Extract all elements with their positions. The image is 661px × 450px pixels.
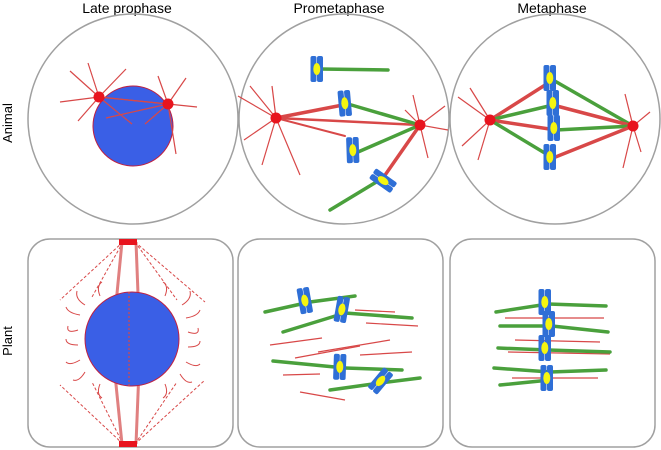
centrosome — [414, 119, 426, 131]
centrosome — [484, 114, 496, 126]
spindle-pole-cap — [119, 239, 137, 245]
column-title-prometaphase: Prometaphase — [293, 0, 385, 16]
nucleus — [92, 85, 174, 167]
plant-metaphase-cell — [449, 238, 656, 448]
plant-prometaphase-cell — [237, 238, 444, 448]
plant-late-prophase-cell — [27, 238, 234, 448]
animal-metaphase-cell — [449, 13, 661, 225]
centrosome — [270, 112, 282, 124]
centrosome — [93, 91, 105, 103]
centrosome — [627, 120, 639, 132]
spindle-pole-cap — [119, 441, 137, 447]
column-title-metaphase: Metaphase — [517, 0, 587, 16]
animal-prometaphase-cell — [237, 13, 450, 225]
animal-late-prophase-cell — [27, 13, 239, 225]
centrosome — [162, 98, 174, 110]
nucleus — [84, 291, 180, 387]
column-title-late-prophase: Late prophase — [82, 0, 172, 16]
